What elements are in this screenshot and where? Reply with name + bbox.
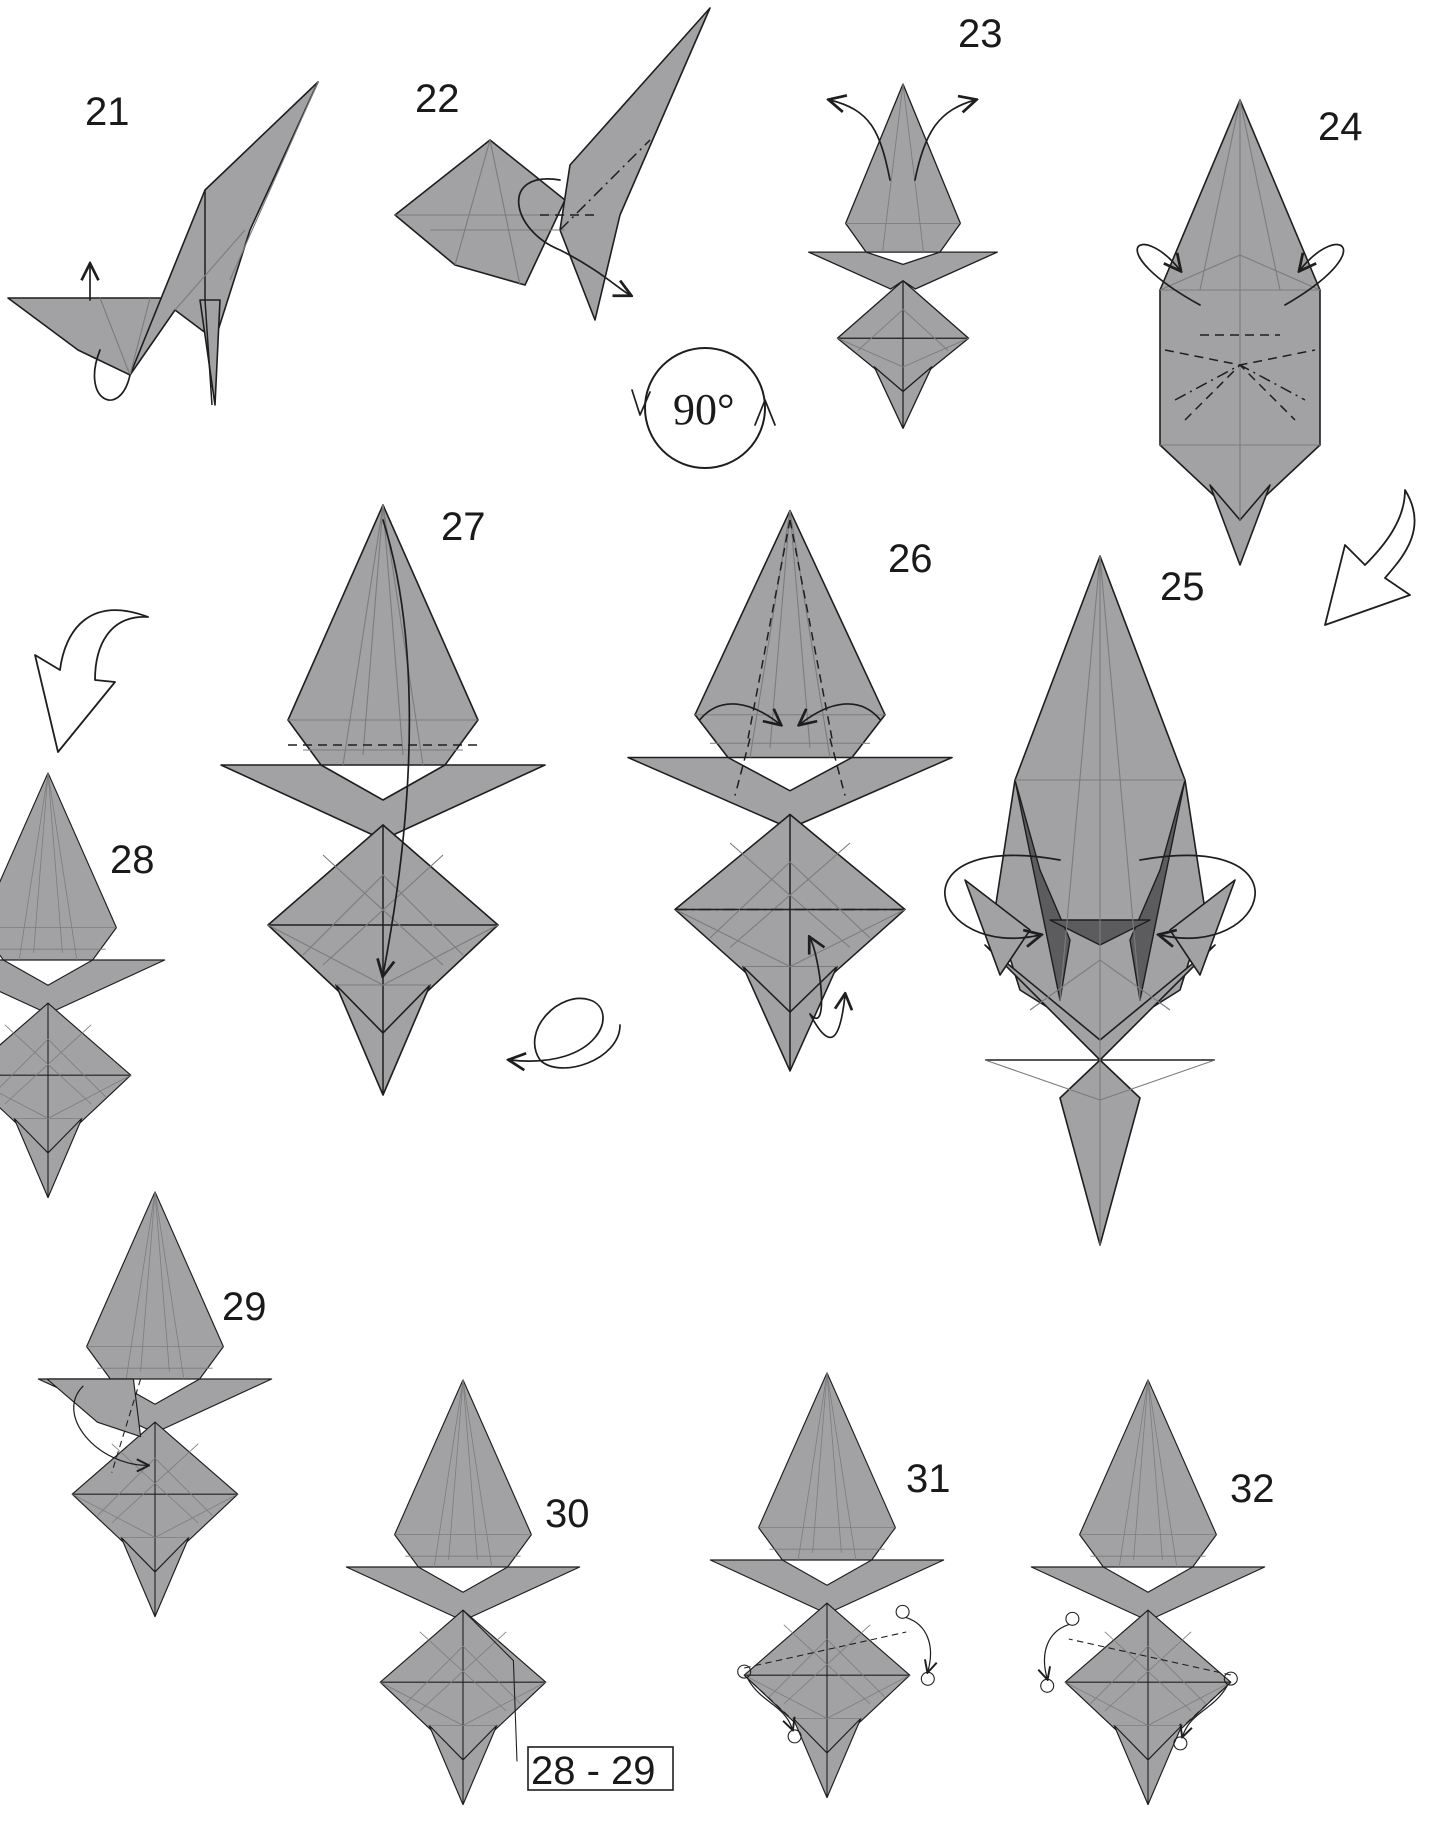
step-29-figure (38, 1192, 271, 1617)
step-29-number: 29 (222, 1285, 267, 1329)
step-28-number: 28 (110, 838, 155, 882)
step-22-figure (395, 8, 710, 320)
step-31-number: 31 (906, 1457, 951, 1501)
step-23-figure (809, 84, 998, 428)
step-32-number: 32 (1230, 1467, 1275, 1511)
step-24-number: 24 (1318, 105, 1363, 149)
step-21-number: 21 (85, 90, 130, 134)
step-26-number: 26 (888, 537, 933, 581)
step-30-number: 30 (545, 1492, 590, 1536)
step-24-figure (1137, 100, 1343, 565)
step-27-figure (221, 505, 545, 1095)
step-22-number: 22 (415, 77, 460, 121)
step-32-figure (1031, 1380, 1264, 1805)
step-25-number: 25 (1160, 565, 1205, 609)
step-25-figure (945, 556, 1255, 1245)
step-28-figure (0, 773, 165, 1198)
step-26-figure (628, 510, 952, 1071)
turn-over-arrow-left (35, 610, 148, 752)
rotate-loop-arrow (510, 998, 620, 1068)
step-23-number: 23 (958, 12, 1003, 56)
step-31-figure (710, 1373, 943, 1798)
rotation-label: 90° (673, 385, 735, 434)
step-27-number: 27 (441, 505, 486, 549)
step-30-figure (346, 1380, 579, 1805)
repeat-reference-label: 28 - 29 (531, 1749, 656, 1793)
step-21-figure (8, 82, 318, 405)
turn-over-arrow-right (1325, 490, 1415, 625)
